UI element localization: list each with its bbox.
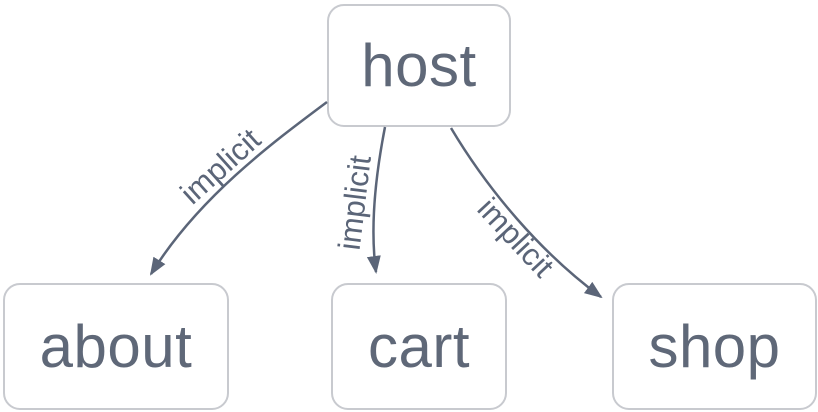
edge-host-cart bbox=[366, 126, 387, 274]
node-host: host bbox=[327, 4, 511, 127]
node-cart-label: cart bbox=[367, 312, 471, 380]
edge-label-host-about: implicit bbox=[174, 121, 268, 211]
node-about-label: about bbox=[39, 312, 193, 380]
node-cart: cart bbox=[331, 283, 507, 410]
edge-host-about bbox=[149, 100, 328, 276]
edge-label-host-cart: implicit bbox=[332, 153, 378, 252]
edge-label-host-shop: implicit bbox=[471, 191, 561, 284]
node-shop-label: shop bbox=[648, 312, 781, 380]
node-host-label: host bbox=[361, 31, 477, 99]
edge-host-shop bbox=[449, 127, 603, 299]
node-shop: shop bbox=[612, 283, 817, 410]
node-about: about bbox=[3, 283, 229, 410]
